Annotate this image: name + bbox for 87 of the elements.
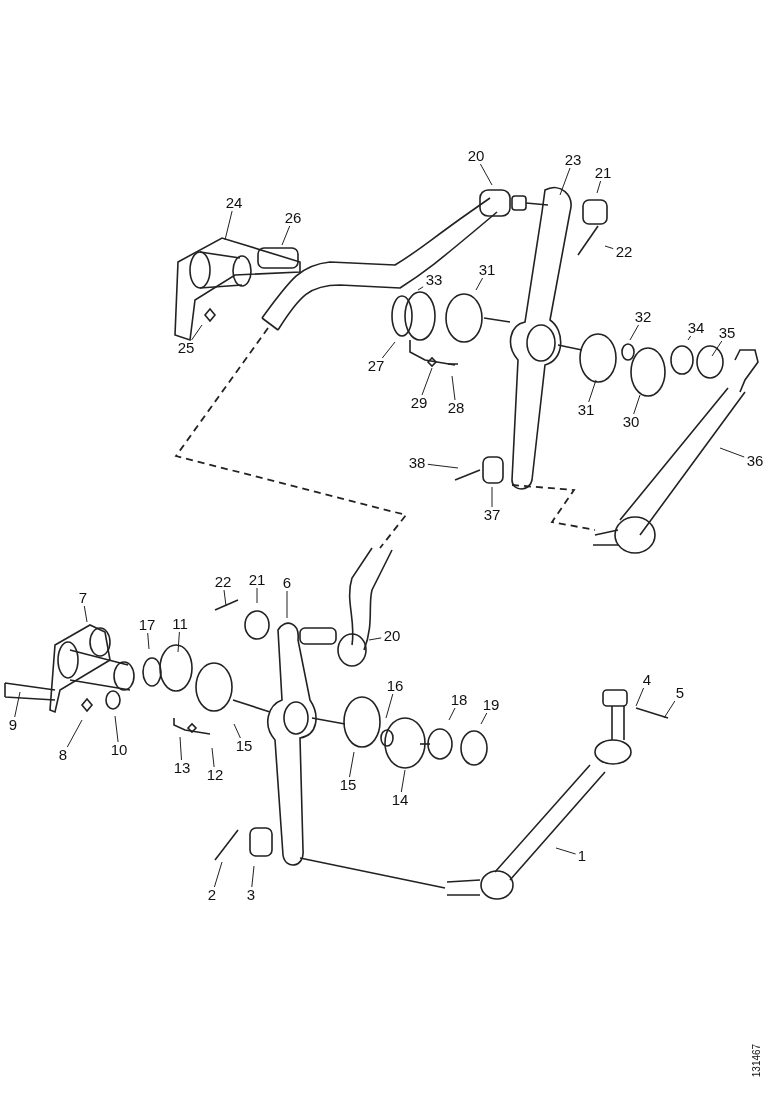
callout-number: 31: [577, 402, 595, 418]
callout-number: 8: [58, 747, 68, 763]
callout-number: 10: [110, 742, 128, 758]
leader-line: [256, 587, 258, 604]
leader-line: [491, 486, 493, 508]
leader-line: [114, 715, 119, 743]
leader-line: [177, 631, 180, 653]
callout-number: 6: [282, 575, 292, 591]
callout-number: 28: [447, 400, 465, 416]
leader-line: [66, 719, 83, 748]
callout-number: 29: [410, 395, 428, 411]
leader-line: [281, 225, 291, 246]
leader-line: [629, 324, 639, 341]
leader-line: [368, 637, 382, 641]
leader-line: [451, 375, 456, 401]
leader-line: [596, 180, 602, 194]
leader-line: [213, 861, 223, 888]
callout-number: 16: [386, 678, 404, 694]
callout-number: 19: [482, 697, 500, 713]
leader-line: [559, 167, 571, 196]
leader-line: [635, 687, 645, 707]
callout-number: 15: [339, 777, 357, 793]
leader-line: [233, 723, 241, 739]
leader-line: [251, 865, 255, 888]
callout-number: 34: [687, 320, 705, 336]
leader-line: [14, 691, 21, 718]
leader-line: [400, 769, 406, 793]
callout-number: 23: [564, 152, 582, 168]
callout-number: 17: [138, 617, 156, 633]
callout-number: 1: [577, 848, 587, 864]
leader-line: [224, 210, 233, 241]
leader-line: [719, 447, 745, 458]
leader-line: [555, 847, 577, 855]
leader-line: [417, 286, 424, 291]
callout-number: 32: [634, 309, 652, 325]
leader-line: [191, 324, 203, 341]
leader-line: [385, 693, 394, 719]
leader-line: [633, 394, 641, 415]
leader-line: [448, 707, 456, 721]
callout-number: 38: [408, 455, 426, 471]
callout-number: 25: [177, 340, 195, 356]
callout-number: 33: [425, 272, 443, 288]
leader-line: [604, 245, 614, 250]
callout-number: 27: [367, 358, 385, 374]
callout-number: 22: [615, 244, 633, 260]
leader-line: [479, 163, 493, 186]
leader-line: [588, 379, 597, 403]
leader-line: [147, 632, 150, 650]
callout-number: 4: [642, 672, 652, 688]
leader-line: [663, 700, 676, 719]
callout-number: 35: [718, 325, 736, 341]
callout-number: 37: [483, 507, 501, 523]
callout-number: 18: [450, 692, 468, 708]
leader-line: [349, 751, 355, 778]
callout-number: 5: [675, 685, 685, 701]
leader-line: [211, 747, 215, 768]
callout-number: 9: [8, 717, 18, 733]
leader-line: [480, 712, 488, 725]
callout-number: 20: [383, 628, 401, 644]
figure-number: 131467: [751, 1043, 763, 1078]
callout-number: 11: [172, 616, 188, 632]
callout-number: 12: [206, 767, 224, 783]
leader-line: [223, 589, 227, 607]
callout-number: 21: [248, 572, 266, 588]
callout-number: 20: [467, 148, 485, 164]
callout-number: 13: [173, 760, 191, 776]
leader-line: [711, 340, 723, 357]
callout-number: 3: [246, 887, 256, 903]
callout-number: 15: [235, 738, 253, 754]
callout-number: 26: [284, 210, 302, 226]
callout-number: 21: [594, 165, 612, 181]
leader-line: [421, 367, 433, 396]
leader-line: [381, 341, 396, 359]
leader-line: [179, 736, 182, 761]
callout-number: 14: [391, 792, 409, 808]
callout-number: 36: [746, 453, 764, 469]
leader-line: [427, 463, 459, 469]
callout-number: 24: [225, 195, 243, 211]
leader-line: [286, 590, 288, 619]
callout-number: 2: [207, 887, 217, 903]
leader-line: [475, 277, 484, 291]
leader-line: [687, 335, 692, 341]
callout-number: 7: [78, 590, 88, 606]
callout-number: 22: [214, 574, 232, 590]
leader-line: [83, 605, 88, 623]
callout-number: 31: [478, 262, 496, 278]
callout-number: 30: [622, 414, 640, 430]
